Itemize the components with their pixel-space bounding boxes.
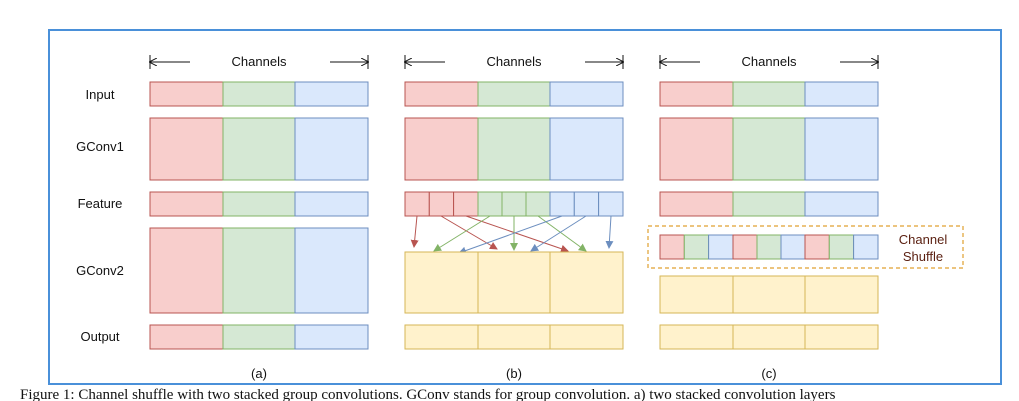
output-group-red [149,324,224,350]
panel-a: Channels (a) [150,54,368,381]
gconv1-group-blue [804,117,879,181]
gconv2-group-1 [659,275,734,314]
gconv2-group-blue [294,227,369,314]
channels-header: Channels [487,54,542,69]
feature-group-green [732,191,806,217]
output-group-1 [659,324,734,350]
feature-group-blue [804,191,879,217]
channel-shuffle-label-line2: Shuffle [903,249,943,264]
shuffled-channel-red [732,234,758,260]
figure-caption: Figure 1: Channel shuffle with two stack… [20,388,836,401]
shuffled-channel-blue [853,234,879,260]
gconv2-group-2 [732,275,806,314]
feature-subchannel-green-2 [501,191,527,217]
shuffled-channel-blue [780,234,806,260]
gconv1-group-red [659,117,734,181]
feature-subchannel-red-3 [453,191,479,217]
feature-group-red [659,191,734,217]
feature-subchannel-blue-2 [573,191,600,217]
shuffled-channel-green [828,234,855,260]
shuffled-channel-red [804,234,830,260]
input-group-green [222,81,296,107]
feature-group-red [149,191,224,217]
gconv2-group-green [222,227,296,314]
feature-subchannel-blue-1 [549,191,575,217]
feature-group-green [222,191,296,217]
panel-c: Channels Channel Shuffle (c) [647,54,964,381]
feature-subchannel-red-2 [428,191,455,217]
shuffle-arrow-blue [530,215,587,252]
shuffled-channel-blue [708,234,734,260]
input-group-blue [549,81,624,107]
gconv2-group-3 [804,275,879,314]
gconv1-group-green [477,117,551,181]
output-group-2 [732,324,806,350]
shuffle-arrow-blue [458,215,563,255]
row-label-output: Output [80,329,119,344]
shuffled-channel-green [756,234,782,260]
feature-subchannel-green-3 [525,191,551,217]
row-label-gconv1: GConv1 [76,139,124,154]
output-group-blue [294,324,369,350]
input-group-red [659,81,734,107]
input-group-blue [804,81,879,107]
row-label-input: Input [86,87,115,102]
input-group-red [404,81,479,107]
panel-caption-b: (b) [506,366,522,381]
channel-shuffle-diagram: Input GConv1 Feature GConv2 Output Chann… [76,54,964,381]
feature-subchannel-red-1 [404,191,430,217]
shuffle-arrow-red [440,215,498,250]
output-group-green [222,324,296,350]
channels-header: Channels [742,54,797,69]
shuffle-arrow-red [410,215,419,248]
input-group-green [477,81,551,107]
figure-caption-strip: Figure 1: Channel shuffle with two stack… [0,388,1019,401]
panel-caption-c: (c) [761,366,776,381]
feature-group-blue [294,191,369,217]
figure-frame [48,29,1002,385]
row-label-feature: Feature [78,196,123,211]
gconv2-group-1 [404,251,479,314]
shuffle-arrow-red [465,215,569,253]
output-group-3 [804,324,879,350]
gconv1-group-green [732,117,806,181]
input-group-green [732,81,806,107]
gconv1-group-blue [294,117,369,181]
feature-subchannel-blue-3 [598,191,624,217]
gconv1-group-red [149,117,224,181]
shuffled-channel-red [659,234,685,260]
row-label-gconv2: GConv2 [76,263,124,278]
input-group-red [149,81,224,107]
panel-caption-a: (a) [251,366,267,381]
shuffled-channel-green [683,234,710,260]
gconv1-group-red [404,117,479,181]
gconv2-group-red [149,227,224,314]
channels-header: Channels [232,54,287,69]
channel-shuffle-box [647,225,964,269]
gconv1-group-green [222,117,296,181]
output-group-2 [477,324,551,350]
gconv2-group-3 [549,251,624,314]
output-group-3 [549,324,624,350]
panel-b: Channels (b) [405,54,623,381]
shuffle-arrow-green [537,215,587,252]
shuffle-arrow-blue [605,215,614,249]
gconv2-group-2 [477,251,551,314]
output-group-1 [404,324,479,350]
feature-subchannel-green-1 [477,191,503,217]
gconv1-group-blue [549,117,624,181]
channel-shuffle-label-line1: Channel [899,232,948,247]
input-group-blue [294,81,369,107]
shuffle-arrow-green [433,215,491,252]
